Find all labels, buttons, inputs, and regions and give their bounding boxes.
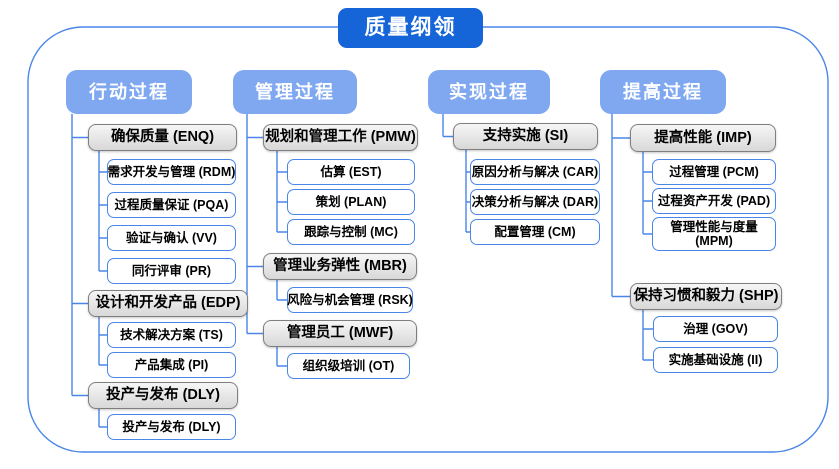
column-header-implementation-process: 实现过程 [428, 70, 550, 114]
group-node-imp: 提高性能 (IMP) [630, 124, 776, 152]
leaf-node-car: 原因分析与解决 (CAR) [470, 159, 600, 185]
leaf-node-plan: 策划 (PLAN) [287, 189, 415, 215]
group-node-shp: 保持习惯和毅力 (SHP) [630, 283, 782, 310]
leaf-node-gov: 治理 (GOV) [653, 316, 778, 342]
column-header-action-process: 行动过程 [66, 70, 192, 114]
group-node-dly: 投产与发布 (DLY) [88, 382, 238, 409]
leaf-node-vv: 验证与确认 (VV) [107, 225, 236, 251]
group-node-enq: 确保质量 (ENQ) [88, 124, 237, 151]
leaf-node-pi: 产品集成 (PI) [107, 352, 236, 378]
leaf-node-mc: 跟踪与控制 (MC) [287, 219, 415, 245]
leaf-node-mpm: 管理性能与度量 (MPM) [652, 217, 776, 251]
leaf-node-ts: 技术解决方案 (TS) [107, 322, 236, 348]
column-header-management-process: 管理过程 [233, 70, 357, 114]
leaf-node-est: 估算 (EST) [287, 159, 415, 185]
group-node-si: 支持实施 (SI) [453, 123, 598, 150]
group-node-edp: 设计和开发产品 (EDP) [88, 290, 248, 317]
leaf-node-pr: 同行评审 (PR) [107, 258, 236, 284]
leaf-node-ot: 组织级培训 (OT) [287, 353, 410, 379]
leaf-node-pcm: 过程管理 (PCM) [652, 159, 776, 185]
leaf-node-rdm: 需求开发与管理 (RDM) [107, 159, 236, 185]
leaf-node-dar: 决策分析与解决 (DAR) [470, 189, 600, 215]
group-node-mwf: 管理员工 (MWF) [263, 320, 417, 347]
leaf-node-dly: 投产与发布 (DLY) [107, 414, 236, 440]
leaf-node-cm: 配置管理 (CM) [470, 219, 600, 245]
column-header-improvement-process: 提高过程 [600, 70, 726, 114]
group-node-mbr: 管理业务弹性 (MBR) [263, 253, 417, 280]
leaf-node-rsk: 风险与机会管理 (RSK) [287, 287, 413, 313]
leaf-node-pqa: 过程质量保证 (PQA) [107, 192, 236, 218]
group-node-pmw: 规划和管理工作 (PMW) [263, 124, 418, 151]
diagram-title: 质量纲领 [338, 8, 483, 48]
leaf-node-ii: 实施基础设施 (II) [653, 347, 778, 373]
leaf-node-pad: 过程资产开发 (PAD) [652, 188, 776, 214]
